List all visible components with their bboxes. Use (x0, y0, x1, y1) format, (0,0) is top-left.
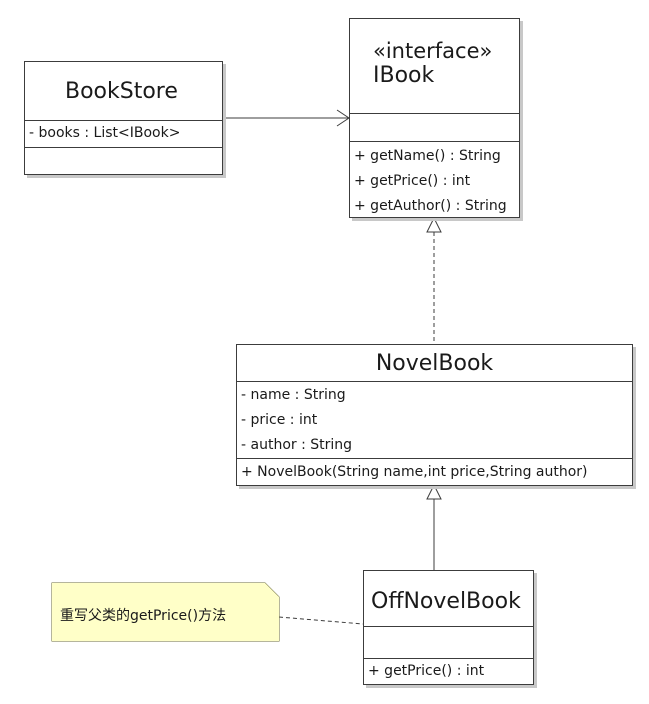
attribute: - name : String (241, 387, 346, 403)
class-header: BookStore (25, 62, 222, 121)
generalization-arrowhead (426, 483, 442, 500)
operations-compartment: + NovelBook(String name,int price,String… (237, 459, 632, 485)
class-header: «interface» IBook (350, 19, 519, 114)
operations-compartment: + getPrice() : int (364, 659, 533, 685)
operation: + getName() : String (354, 148, 501, 164)
class-novelbook[interactable]: NovelBook - name : String - price : int … (236, 344, 633, 486)
operation: + NovelBook(String name,int price,String… (241, 464, 588, 480)
attributes-compartment (364, 627, 533, 659)
class-header: NovelBook (237, 345, 632, 382)
stereotype: «interface» (373, 39, 493, 63)
class-offnovelbook[interactable]: OffNovelBook + getPrice() : int (363, 570, 534, 685)
attribute: - books : List<IBook> (29, 125, 181, 141)
class-bookstore[interactable]: BookStore - books : List<IBook> (24, 61, 223, 175)
operations-compartment: + getName() : String + getPrice() : int … (350, 142, 519, 217)
class-name: IBook (373, 63, 435, 88)
class-name: OffNovelBook (371, 589, 521, 614)
class-name: BookStore (65, 79, 178, 104)
class-ibook[interactable]: «interface» IBook + getName() : String +… (349, 18, 520, 218)
attribute: - author : String (241, 437, 353, 453)
attributes-compartment (350, 114, 519, 142)
operation: + getPrice() : int (368, 663, 485, 679)
note-anchor-line[interactable] (278, 616, 364, 625)
operation: + getAuthor() : String (354, 198, 507, 214)
operation: + getPrice() : int (354, 173, 471, 189)
class-header: OffNovelBook (364, 571, 533, 627)
attributes-compartment: - books : List<IBook> (25, 121, 222, 148)
realization-arrowhead (426, 216, 442, 233)
class-name: NovelBook (375, 351, 494, 376)
attribute: - price : int (241, 412, 318, 428)
operations-compartment (25, 148, 222, 174)
note[interactable]: 重写父类的getPrice()方法 (52, 583, 279, 641)
attributes-compartment: - name : String - price : int - author :… (237, 382, 632, 459)
note-text: 重写父类的getPrice()方法 (60, 608, 227, 624)
